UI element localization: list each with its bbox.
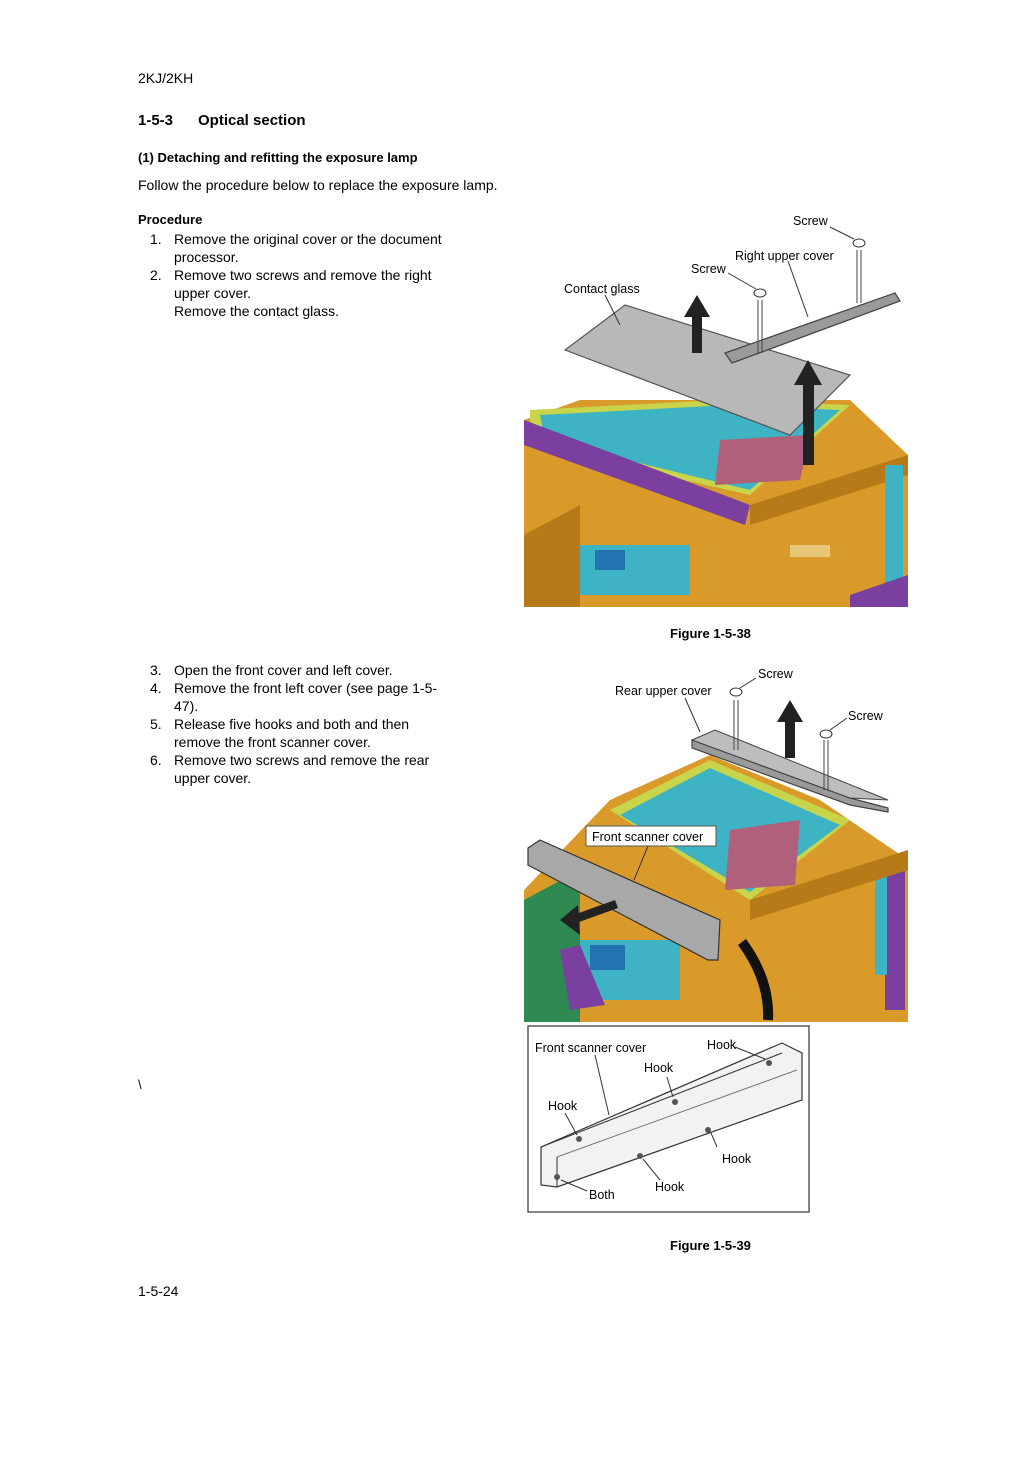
hook-icon — [705, 1127, 711, 1133]
document-header: 2KJ/2KH — [138, 70, 194, 86]
step-number: 4. — [150, 680, 162, 696]
figure-caption-1-5-38: Figure 1-5-38 — [670, 626, 751, 641]
contact-glass-panel — [563, 304, 852, 436]
procedure-step: 5. Release five hooks and both and then re… — [150, 715, 460, 751]
step-number: 2. — [150, 267, 162, 283]
step-line: Remove the original cover or the documen… — [174, 231, 442, 247]
label-right-upper-cover: Right upper cover — [735, 249, 834, 263]
label-screw-top: Screw — [793, 214, 829, 228]
step-line: upper cover. — [174, 285, 252, 301]
step-line: Release five hooks and both and then — [174, 716, 410, 732]
step-text: Remove two screws and remove the rear upp… — [174, 751, 460, 787]
figure-1-5-38: Screw Right upper cover Screw Contact gl… — [524, 214, 908, 607]
hook-icon — [672, 1099, 678, 1105]
copier-illustration — [524, 755, 908, 1022]
figure-caption-1-5-39: Figure 1-5-39 — [670, 1238, 751, 1253]
intro-text: Follow the procedure below to replace th… — [138, 177, 498, 193]
procedure-step: 6. Remove two screws and remove the rear u… — [150, 751, 460, 787]
label-screw-top: Screw — [758, 667, 794, 681]
section-heading: 1-5-3 Optical section — [138, 112, 306, 129]
inset-label-hook-mid: Hook — [644, 1061, 674, 1075]
label-box — [585, 825, 717, 847]
procedure-step: 3. Open the front cover and left cover. — [150, 661, 460, 679]
curved-arrow-icon — [737, 939, 774, 1021]
step-number: 3. — [150, 662, 162, 678]
inset-label-hook-left: Hook — [548, 1099, 578, 1113]
step-text: Remove the front left cover (see page 1-… — [174, 679, 460, 715]
inset-label-front-scanner-cover: Front scanner cover — [535, 1041, 646, 1055]
procedure-step: 2. Remove two screws and remove the right… — [150, 266, 460, 320]
procedure-step: 1. Remove the original cover or the docum… — [150, 230, 460, 266]
screw-icon — [729, 687, 743, 750]
step-text: Remove the original cover or the documen… — [174, 230, 460, 266]
step-line: Open the front cover and left cover. — [174, 662, 393, 678]
section-title: Optical section — [198, 112, 306, 129]
figure-1-5-39-inset: Front scanner cover Hook Hook Hook Hook … — [527, 1025, 810, 1213]
screw-icon — [852, 238, 866, 303]
step-number: 5. — [150, 716, 162, 732]
both-hook-icon — [554, 1174, 560, 1180]
step-line: processor. — [174, 249, 239, 265]
step-line: upper cover. — [174, 770, 252, 786]
lift-arrow-icon — [684, 295, 710, 353]
procedure-steps-part2: 3.Open the front cover and left cover.4.… — [150, 661, 460, 787]
label-screw-mid: Screw — [691, 262, 727, 276]
lift-arrow-icon — [777, 700, 803, 758]
step-line: Remove the front left cover (see page 1-… — [174, 680, 438, 696]
copier-illustration — [524, 400, 908, 607]
procedure-steps-part1: 1. Remove the original cover or the docum… — [150, 230, 460, 320]
step-line: 47). — [174, 698, 199, 714]
step-line: remove the front scanner cover. — [174, 734, 371, 750]
inset-label-both: Both — [589, 1188, 615, 1202]
label-front-scanner-cover: Front scanner cover — [592, 830, 703, 844]
step-line: Remove the contact glass. — [174, 303, 339, 319]
hook-icon — [637, 1153, 643, 1159]
step-line: Remove two screws and remove the rear — [174, 752, 430, 768]
procedure-label: Procedure — [138, 212, 203, 227]
step-text: Release five hooks and both and then remo… — [174, 715, 460, 751]
screw-icon — [819, 729, 833, 790]
lift-arrow-icon — [794, 360, 822, 465]
inset-label-hook-right: Hook — [722, 1152, 752, 1166]
inset-label-hook-tr: Hook — [707, 1038, 737, 1052]
section-number: 1-5-3 — [138, 112, 174, 129]
hook-icon — [576, 1136, 582, 1142]
front-scanner-cover-part — [527, 839, 721, 961]
subsection-heading: (1) Detaching and refitting the exposure… — [138, 150, 418, 165]
right-upper-cover-part — [724, 292, 901, 364]
procedure-step: 4. Remove the front left cover (see page … — [150, 679, 460, 715]
label-rear-upper-cover: Rear upper cover — [615, 684, 712, 698]
step-number: 1. — [150, 231, 162, 247]
label-screw-right: Screw — [848, 709, 884, 723]
figure-1-5-39: Screw Rear upper cover Screw Front scann… — [524, 667, 908, 1022]
step-number: 6. — [150, 752, 162, 768]
hook-icon — [766, 1060, 772, 1066]
inset-label-hook-bottom: Hook — [655, 1180, 685, 1194]
pull-arrow-icon — [560, 900, 618, 935]
step-text: Remove two screws and remove the right up… — [174, 266, 460, 320]
page-number: 1-5-24 — [138, 1283, 179, 1299]
step-line: Remove two screws and remove the right — [174, 267, 432, 283]
step-text: Open the front cover and left cover. — [174, 661, 460, 679]
screw-icon — [753, 288, 767, 353]
stray-character: \ — [138, 1077, 142, 1092]
label-contact-glass: Contact glass — [564, 282, 640, 296]
